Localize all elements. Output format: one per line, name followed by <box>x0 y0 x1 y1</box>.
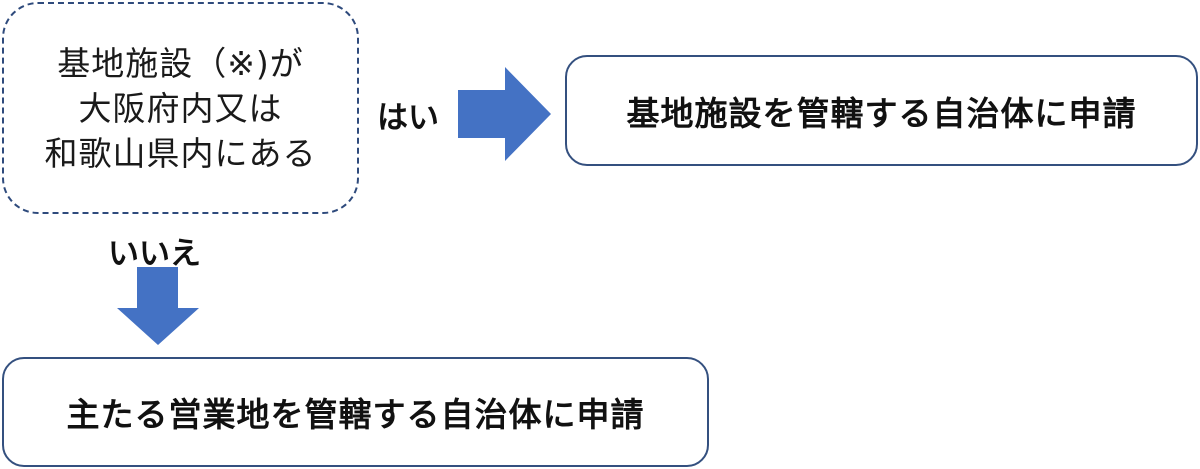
yes-branch-label: はい <box>377 100 439 136</box>
right-arrow-icon <box>458 67 551 161</box>
no-result-box: 主たる営業地を管轄する自治体に申請 <box>2 357 709 467</box>
yes-result-box: 基地施設を管轄する自治体に申請 <box>565 55 1198 166</box>
no-result-text: 主たる営業地を管轄する自治体に申請 <box>66 395 645 434</box>
decision-box: 基地施設（※)が 大阪府内又は 和歌山県内にある <box>2 2 359 214</box>
yes-result-text: 基地施設を管轄する自治体に申請 <box>626 93 1137 133</box>
decision-line-2: 大阪府内又は <box>78 88 283 128</box>
down-arrow-icon <box>117 267 199 345</box>
decision-line-1: 基地施設（※)が <box>57 43 304 83</box>
decision-line-3: 和歌山県内にある <box>44 133 317 173</box>
no-branch-label: いいえ <box>108 236 201 272</box>
